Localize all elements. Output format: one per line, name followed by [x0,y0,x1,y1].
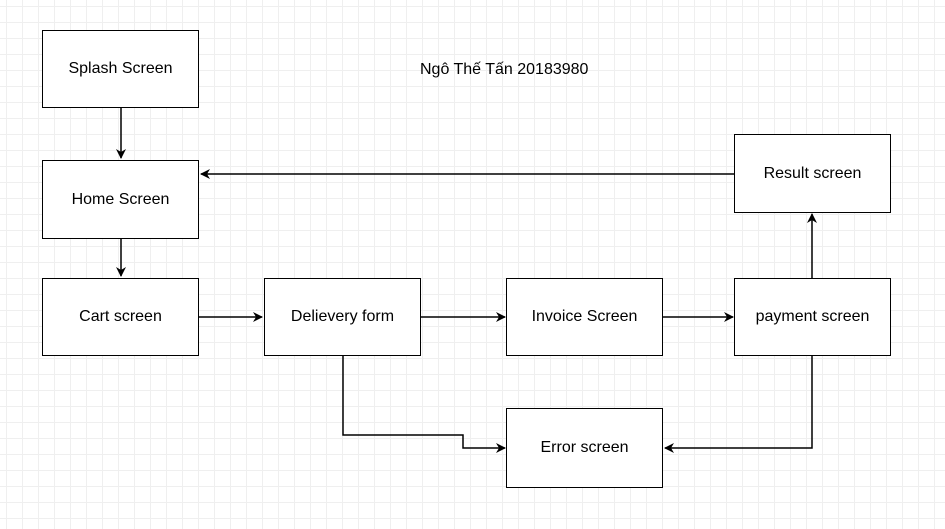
edge-delivery-to-error [342,356,506,453]
node-error-screen[interactable]: Error screen [506,408,663,488]
diagram-title: Ngô Thế Tấn 20183980 [420,61,589,78]
node-delivery-form[interactable]: Delievery form [264,278,421,356]
node-cart-screen[interactable]: Cart screen [42,278,199,356]
node-payment-screen[interactable]: payment screen [734,278,891,356]
node-home-screen[interactable]: Home Screen [42,160,199,239]
edge-payment-to-error [664,356,813,453]
node-invoice-screen[interactable]: Invoice Screen [506,278,663,356]
node-splash-screen[interactable]: Splash Screen [42,30,199,108]
node-result-screen[interactable]: Result screen [734,134,891,213]
